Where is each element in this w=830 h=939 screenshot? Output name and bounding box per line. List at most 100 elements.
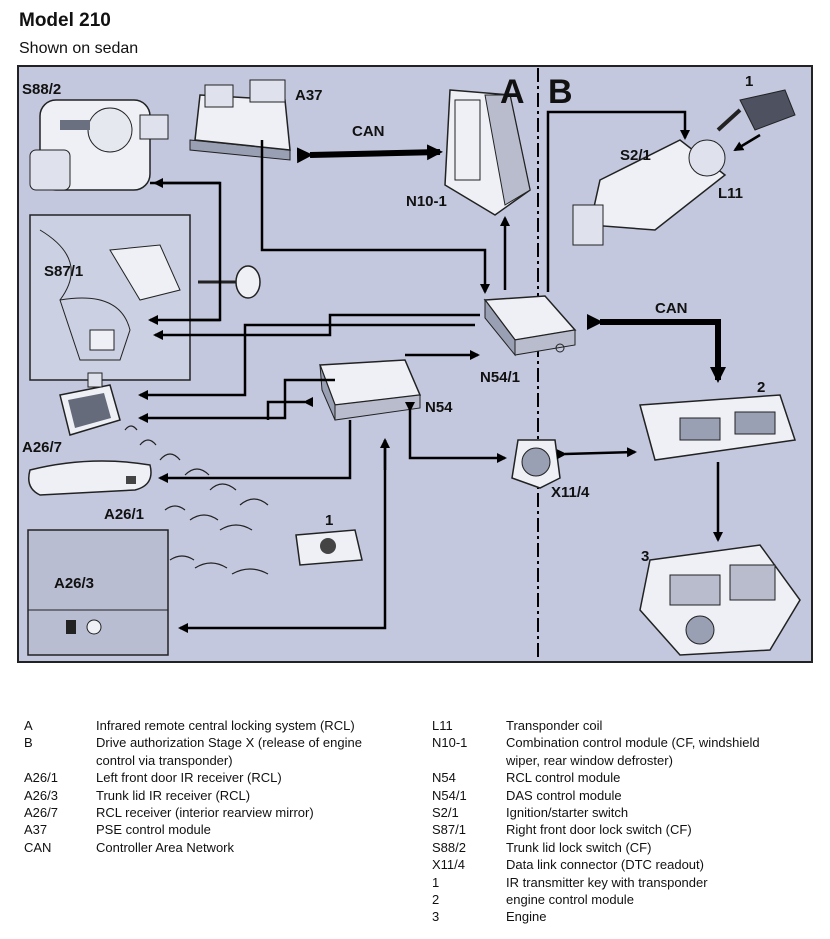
legend-entry: A Infrared remote central locking system … [24, 717, 394, 734]
legend-description: Drive authorization Stage X (release of … [96, 735, 362, 751]
combination-module-n10-1 [444, 89, 531, 216]
legend-description: DAS control module [506, 787, 622, 803]
legend-code: 3 [432, 909, 440, 925]
legend-description: Controller Area Network [96, 839, 234, 855]
label-can-right: CAN [655, 300, 688, 317]
legend-code: 2 [432, 892, 440, 908]
ignition-key-icon [716, 89, 796, 132]
pse-control-module-a37 [189, 79, 291, 161]
legend-description: RCL control module [506, 770, 621, 786]
legend-code: CAN [24, 839, 52, 855]
engine-control-module [639, 394, 796, 461]
label-can-top: CAN [352, 123, 385, 140]
trunk-lock-switch-s88-2 [29, 99, 169, 191]
legend-description: control via transponder) [96, 752, 233, 768]
legend-entry: S88/2 Trunk lid lock switch (CF) [432, 839, 812, 856]
section-a-label: A [500, 73, 525, 111]
legend-code: A [24, 718, 33, 733]
legend-entry: CAN Controller Area Network [24, 839, 394, 856]
label-n10-1: N10-1 [406, 193, 447, 210]
legend-entry: A26/1 Left front door IR receiver (RCL) [24, 769, 394, 786]
label-engine-3: 3 [641, 548, 649, 565]
trunk-lid-receiver-a26-3 [27, 529, 169, 656]
legend-description: PSE control module [96, 822, 211, 838]
legend-code: L11 [432, 718, 453, 733]
legend-code: S87/1 [432, 822, 466, 838]
page-subtitle: Shown on sedan [19, 40, 139, 57]
legend-entry: N54 RCL control module [432, 769, 812, 786]
legend-entry: 3 Engine [432, 908, 812, 925]
legend-description: wiper, rear window defroster) [506, 752, 673, 768]
legend-code [432, 752, 506, 769]
label-a26-3: A26/3 [54, 575, 94, 592]
legend-entry: A26/7 RCL receiver (interior rearview mir… [24, 804, 394, 821]
legend-description: Combination control module (CF, windshie… [506, 735, 760, 751]
label-n54: N54 [425, 399, 453, 416]
legend-entry: A37 PSE control module [24, 821, 394, 838]
legend-entry: wiper, rear window defroster) [432, 752, 812, 769]
legend-code [24, 752, 96, 769]
legend-description: Transponder coil [506, 718, 603, 733]
legend-description: Ignition/starter switch [506, 805, 629, 821]
label-s87-1: S87/1 [44, 263, 83, 280]
label-x11-4: X11/4 [551, 484, 590, 501]
legend-code: A26/3 [24, 787, 58, 803]
legend-description: Infrared remote central locking system (… [96, 718, 355, 733]
legend-description: engine control module [506, 892, 634, 908]
legend-code: S2/1 [432, 805, 459, 821]
legend-code: A37 [24, 822, 48, 838]
legend-entry: N54/1 DAS control module [432, 787, 812, 804]
legend-code: B [24, 735, 33, 751]
door-handle-receiver-a26-1 [28, 460, 152, 496]
label-s2-1: S2/1 [620, 147, 651, 164]
legend-description: Trunk lid IR receiver (RCL) [96, 787, 251, 803]
ir-signal-waves [124, 425, 269, 575]
legend-entry: X11/4 Data link connector (DTC readout) [432, 856, 812, 873]
label-ecm-2: 2 [757, 379, 765, 396]
legend-code: S88/2 [432, 839, 466, 855]
legend-entry: 2 engine control module [432, 891, 812, 908]
legend-description: Right front door lock switch (CF) [506, 822, 692, 838]
label-a37: A37 [295, 87, 323, 104]
legend-description: RCL receiver (interior rearview mirror) [96, 805, 314, 821]
legend-code: 1 [432, 874, 440, 890]
can-bus-right [587, 314, 726, 383]
legend-code: N54 [432, 770, 456, 786]
legend-entry: S87/1 Right front door lock switch (CF) [432, 821, 812, 838]
engine [639, 544, 801, 656]
legend-code: N54/1 [432, 787, 467, 803]
door-key-icon [198, 265, 261, 299]
legend-code: A26/1 [24, 770, 58, 786]
legend-entry: 1 IR transmitter key with transponder [432, 874, 812, 891]
legend-entry: control via transponder) [24, 752, 394, 769]
legend-entry: B Drive authorization Stage X (release of… [24, 734, 394, 751]
legend-code: A26/7 [24, 805, 58, 821]
ir-transmitter-key-icon [295, 529, 363, 566]
page-title: Model 210 [19, 10, 111, 31]
ignition-switch-s2-1 [572, 139, 727, 246]
legend-code: X11/4 [432, 857, 466, 873]
label-key-1: 1 [325, 512, 333, 529]
legend-description: Data link connector (DTC readout) [506, 857, 704, 873]
door-lock-switch-s87-1 [29, 214, 191, 381]
label-s88-2: S88/2 [22, 81, 61, 98]
label-key-top-1: 1 [745, 73, 753, 90]
label-n54-1: N54/1 [480, 369, 520, 386]
legend-code: N10-1 [432, 735, 468, 751]
legend-entry: N10-1 Combination control module (CF, win… [432, 734, 812, 751]
system-diagram: A B S88/2 A37 CAN N10-1 S87/1 N54/1 N54 … [17, 65, 813, 663]
label-l11: L11 [718, 185, 743, 202]
legend-description: IR transmitter key with transponder [506, 874, 708, 890]
rearview-mirror-receiver-a26-7 [59, 372, 121, 436]
connection-arrows [138, 110, 761, 633]
legend-entry: S2/1 Ignition/starter switch [432, 804, 812, 821]
legend-description: Left front door IR receiver (RCL) [96, 770, 282, 786]
das-control-module-n54-1 [483, 295, 577, 357]
legend-description: Trunk lid lock switch (CF) [506, 839, 652, 855]
legend-entry: L11 Transponder coil [432, 717, 812, 734]
label-a26-7: A26/7 [22, 439, 62, 456]
legend-description: Engine [506, 909, 547, 925]
section-b-label: B [548, 73, 573, 111]
label-a26-1: A26/1 [104, 506, 144, 523]
